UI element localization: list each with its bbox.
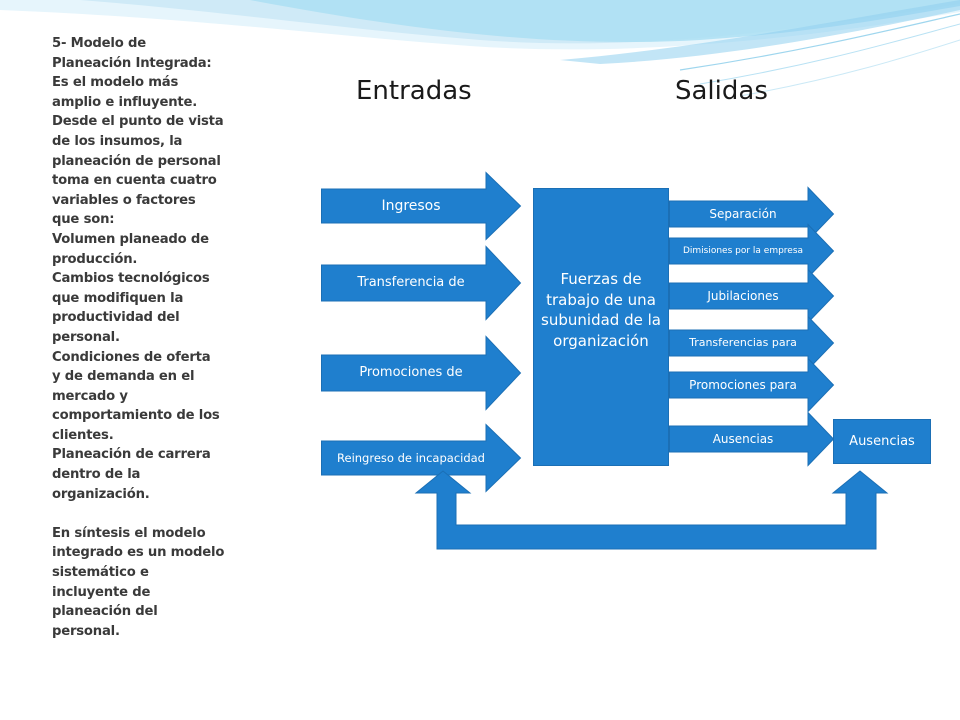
side-text-line: clientes. <box>52 427 114 443</box>
side-text-line: comportamiento de los <box>52 408 220 424</box>
side-text-line: personal. <box>52 623 120 639</box>
side-text-line: planeación del <box>52 604 158 620</box>
side-text-line: y de demanda en el <box>52 369 195 385</box>
output-arrow-dimisiones <box>669 223 835 279</box>
input-label-promociones: Promociones de <box>359 365 463 380</box>
output-arrow-transferencias <box>669 315 835 371</box>
input-arrow-ingresos <box>321 171 522 241</box>
side-text-line: personal. <box>52 329 120 345</box>
side-text-line: Condiciones de oferta <box>52 349 211 365</box>
side-text-line: de los insumos, la <box>52 133 183 149</box>
side-text-line: que modifiquen la <box>52 290 184 306</box>
input-label-ingresos: Ingresos <box>381 198 441 214</box>
output-arrow-jubilaciones <box>669 268 835 324</box>
ausencias-box: Ausencias <box>833 419 931 464</box>
side-text-line: Volumen planeado de <box>52 231 209 247</box>
side-text-line: mercado y <box>52 388 128 404</box>
input-arrow-promociones <box>321 335 522 411</box>
side-text-line: sistemático e <box>52 565 149 581</box>
center-box-label: Fuerzas de trabajo de una subunidad de l… <box>541 270 661 350</box>
output-arrow-ausencias <box>669 411 835 467</box>
heading-entradas: Entradas <box>356 76 472 106</box>
side-text-intro: 5- Modelo de Planeación Integrada: Es el m… <box>52 34 234 504</box>
side-text-line: variables o factores <box>52 192 196 208</box>
side-text-line: incluyente de <box>52 584 151 600</box>
heading-salidas: Salidas <box>675 76 768 106</box>
output-label-jubilaciones: Jubilaciones <box>707 289 779 303</box>
side-text-summary: En síntesis el modelo integrado es un mod… <box>52 524 234 642</box>
input-arrow-transferencia <box>321 245 522 321</box>
side-text-line: productividad del <box>52 310 180 326</box>
output-label-transferencias: Transferencias para <box>689 336 797 349</box>
side-text-line: Planeación de carrera <box>52 447 211 463</box>
side-text-line: Desde el punto de vista <box>52 114 224 130</box>
side-text-line: Planeación Integrada: <box>52 55 212 71</box>
output-arrow-separacion <box>669 186 835 242</box>
side-text-line: 5- Modelo de <box>52 36 146 51</box>
side-text-line: dentro de la <box>52 467 141 483</box>
side-text-line: Cambios tecnológicos <box>52 271 210 287</box>
side-text-line: Es el modelo más <box>52 75 179 91</box>
side-text-line: planeación de personal <box>52 153 221 169</box>
output-arrow-promociones <box>669 357 835 413</box>
output-label-separacion: Separación <box>709 207 777 221</box>
side-text-line: En síntesis el modelo <box>52 525 206 541</box>
ausencias-box-label: Ausencias <box>849 434 915 449</box>
background-waves <box>0 0 960 97</box>
output-label-promociones: Promociones para <box>689 378 797 392</box>
center-box-fuerzas-de-trabajo: Fuerzas de trabajo de una subunidad de l… <box>533 188 669 466</box>
output-label-dimisiones: Dimisiones por la empresa <box>682 246 804 256</box>
input-arrow-reingreso <box>321 423 522 493</box>
output-label-ausencias: Ausencias <box>712 432 774 446</box>
input-label-reingreso: Reingreso de incapacidad <box>337 451 485 465</box>
side-text-line: organización. <box>52 486 150 502</box>
side-text: 5- Modelo de Planeación Integrada: Es el m… <box>52 34 234 641</box>
side-text-line: integrado es un modelo <box>52 545 225 561</box>
side-text-line: amplio e influyente. <box>52 94 198 110</box>
input-label-transferencia: Transferencia de <box>357 275 465 290</box>
side-text-line: toma en cuenta cuatro <box>52 173 217 189</box>
side-text-line: producción. <box>52 251 138 267</box>
side-text-line: que son: <box>52 212 115 228</box>
